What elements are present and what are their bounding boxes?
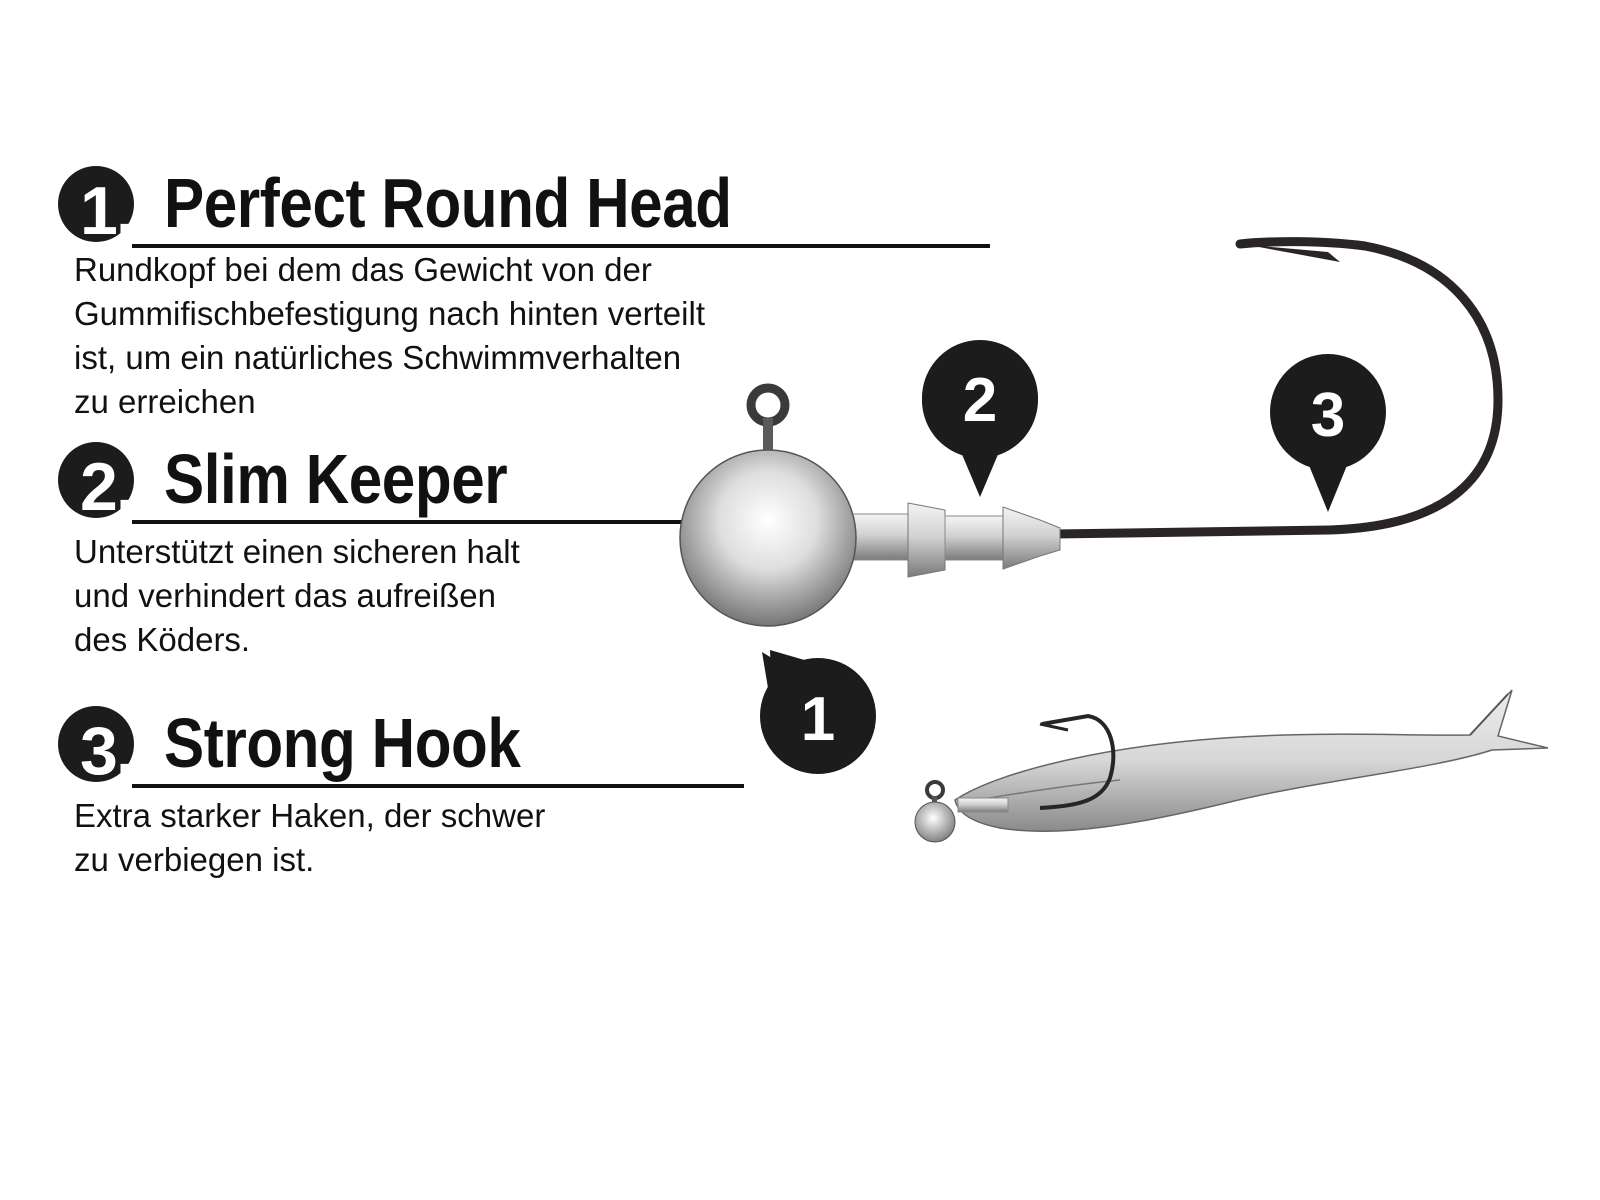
feature-heading: 3. Strong Hook bbox=[58, 700, 744, 789]
description-line: zu erreichen bbox=[74, 383, 256, 420]
feature-heading: 2. Slim Keeper bbox=[58, 436, 698, 525]
hook bbox=[1050, 237, 1503, 539]
feature-description: Extra starker Haken, der schwer zu verbi… bbox=[58, 794, 545, 882]
slim-keeper bbox=[839, 502, 1061, 578]
feature-perfect-round-head: 1. Perfect Round Head Rundkopf bei dem d… bbox=[58, 160, 990, 424]
description-line: und verhindert das aufreißen bbox=[74, 577, 496, 614]
feature-description: Rundkopf bei dem das Gewicht von der Gum… bbox=[58, 248, 705, 424]
description-line: Unterstützt einen sicheren halt bbox=[74, 533, 520, 570]
marker-label: 3 bbox=[1311, 381, 1345, 450]
number-badge: 2. bbox=[58, 442, 135, 525]
description-line: Extra starker Haken, der schwer bbox=[74, 797, 546, 834]
number-badge-label: 3. bbox=[80, 713, 135, 789]
description-line: des Köders. bbox=[74, 621, 251, 658]
marker-hook: 3 bbox=[1270, 354, 1386, 512]
title-underline bbox=[132, 784, 744, 788]
feature-title: Perfect Round Head bbox=[164, 164, 732, 242]
title-underline bbox=[132, 244, 990, 248]
marker-label: 2 bbox=[963, 366, 997, 435]
description-line: Rundkopf bei dem das Gewicht von der bbox=[74, 251, 652, 288]
feature-title: Strong Hook bbox=[164, 704, 521, 782]
feature-heading: 1. Perfect Round Head bbox=[58, 160, 990, 249]
feature-description: Unterstützt einen sicheren halt und verh… bbox=[58, 530, 520, 662]
number-badge-label: 2. bbox=[80, 449, 135, 525]
marker-head: 1 bbox=[760, 650, 876, 774]
description-line: ist, um ein natürliches Schwimmverhalten bbox=[74, 339, 682, 376]
description-line: Gummifischbefestigung nach hinten vertei… bbox=[74, 295, 705, 332]
line-eye bbox=[746, 383, 790, 468]
number-badge: 1. bbox=[58, 166, 135, 249]
title-underline bbox=[132, 520, 698, 524]
feature-title: Slim Keeper bbox=[164, 440, 508, 518]
marker-keeper: 2 bbox=[921, 340, 1038, 497]
soft-bait-body bbox=[954, 689, 1549, 832]
round-head bbox=[679, 449, 857, 627]
number-badge: 3. bbox=[58, 706, 135, 789]
number-badge-label: 1. bbox=[80, 173, 135, 249]
feature-slim-keeper: 2. Slim Keeper Unterstützt einen sichere… bbox=[58, 436, 698, 662]
hook-barb bbox=[1248, 245, 1340, 262]
rigged-soft-bait bbox=[914, 689, 1549, 843]
small-round-head bbox=[914, 801, 956, 843]
small-hook bbox=[1039, 713, 1116, 810]
marker-label: 1 bbox=[801, 685, 835, 754]
description-line: zu verbiegen ist. bbox=[74, 841, 315, 878]
feature-strong-hook: 3. Strong Hook Extra starker Haken, der … bbox=[58, 700, 744, 882]
